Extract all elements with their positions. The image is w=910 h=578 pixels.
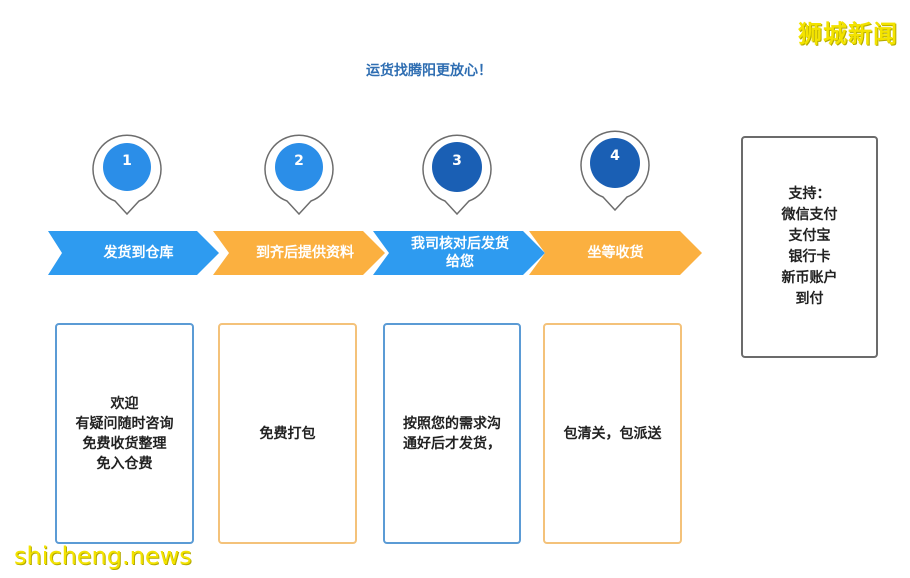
card-line: 有疑问随时咨询	[75, 415, 174, 432]
step-1-label: 发货到仓库	[103, 245, 174, 261]
card-line: 通好后才发货，	[403, 435, 501, 452]
step-2-label: 到齐后提供资料	[256, 245, 354, 261]
watermark-bottom: shicheng.news	[14, 542, 192, 570]
card-line: 免费收货整理	[82, 435, 167, 452]
step-3-pin: 3	[421, 131, 493, 215]
step-4-pin: 4	[579, 127, 651, 211]
map-pin-icon	[580, 130, 650, 211]
map-pin-icon	[422, 134, 492, 215]
step-1-chevron: 发货到仓库	[48, 231, 219, 275]
card-line: 免入仓费	[96, 455, 153, 472]
payment-method: 到付	[795, 291, 824, 307]
watermark-top: 狮城新闻	[798, 20, 898, 48]
payment-method: 微信支付	[781, 207, 838, 223]
step-3-card: 按照您的需求沟 通好后才发货，	[383, 323, 521, 544]
payment-box: 支持： 微信支付 支付宝 银行卡 新币账户 到付	[741, 136, 878, 358]
step-number: 4	[610, 148, 620, 164]
step-1-card: 欢迎 有疑问随时咨询 免费收货整理 免入仓费	[55, 323, 194, 544]
card-line: 按照您的需求沟	[403, 415, 501, 432]
payment-method: 新币账户	[781, 270, 838, 286]
card-line: 免费打包	[259, 425, 316, 442]
step-3-label-line2: 给您	[446, 254, 474, 270]
step-4-label: 坐等收货	[587, 245, 644, 261]
step-number: 1	[122, 153, 132, 169]
payment-title: 支持：	[788, 186, 831, 202]
step-4-chevron: 坐等收货	[529, 231, 702, 275]
step-4-card: 包清关，包派送	[543, 323, 682, 544]
step-3-label: 我司核对后发货 给您	[373, 231, 545, 275]
step-2-chevron: 到齐后提供资料	[213, 231, 385, 275]
map-pin-icon	[92, 134, 162, 215]
card-line: 包清关，包派送	[563, 425, 662, 442]
step-3-chevron: 我司核对后发货 给您	[373, 231, 545, 275]
headline: 运货找腾阳更放心！	[366, 63, 492, 79]
step-number: 2	[294, 153, 304, 169]
payment-method: 支付宝	[788, 228, 831, 244]
payment-method: 银行卡	[788, 249, 831, 265]
step-number: 3	[452, 153, 462, 169]
card-line: 欢迎	[110, 395, 139, 412]
step-2-pin: 2	[263, 131, 335, 215]
step-3-label-line1: 我司核对后发货	[411, 236, 509, 252]
step-2-card: 免费打包	[218, 323, 357, 544]
map-pin-icon	[264, 134, 334, 215]
step-1-pin: 1	[91, 131, 163, 215]
